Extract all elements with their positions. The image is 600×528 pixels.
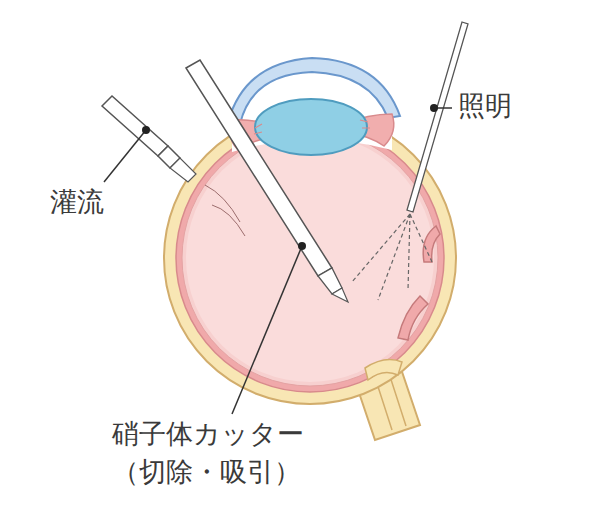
leader-dot bbox=[142, 126, 150, 134]
part-label: 硝子体カッター bbox=[112, 418, 304, 450]
optic-disc bbox=[365, 360, 402, 380]
lens bbox=[255, 99, 367, 155]
part-label: 照明 bbox=[458, 90, 512, 122]
part-label: （切除・吸引） bbox=[112, 456, 301, 488]
vitreous-strands bbox=[205, 185, 245, 236]
retinal-flap-upper bbox=[423, 226, 440, 262]
zonules bbox=[254, 120, 370, 134]
leader-dot bbox=[298, 242, 306, 250]
retinal-flap-lower bbox=[398, 296, 428, 340]
vitreous-cutter bbox=[186, 60, 348, 302]
leader-irrigation bbox=[104, 130, 146, 182]
part-label: 灌流 bbox=[50, 186, 104, 218]
light-pipe bbox=[352, 22, 468, 300]
leader-cutter bbox=[232, 246, 302, 414]
leader-dot bbox=[430, 104, 438, 112]
irrigation-cannula bbox=[102, 96, 196, 182]
